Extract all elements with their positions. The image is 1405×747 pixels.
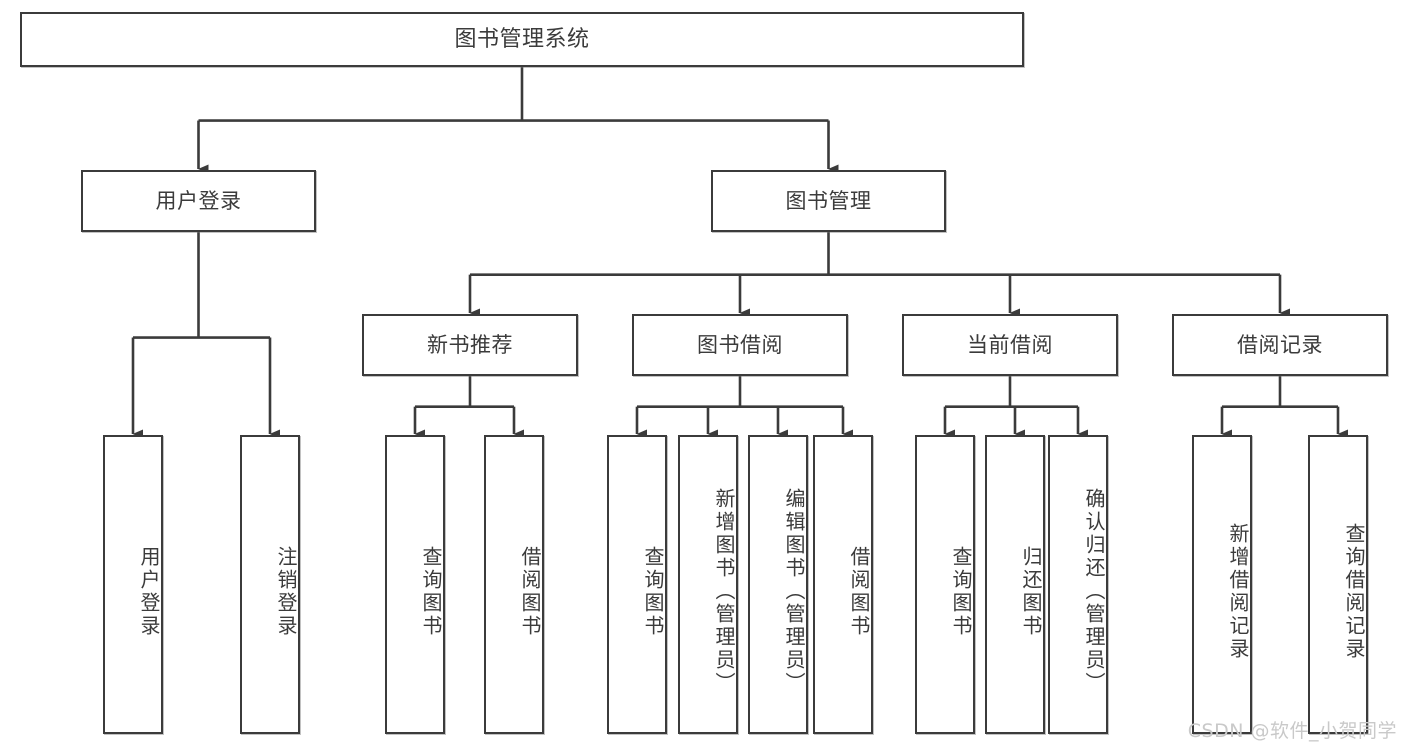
node-leaf-edit-book[interactable]: 编辑图书（管理员）	[748, 435, 808, 734]
node-label: 编辑图书（管理员）	[782, 488, 806, 695]
node-label: 查询图书	[641, 545, 665, 638]
node-label: 查询图书	[949, 545, 973, 638]
node-leaf-query-book-3[interactable]: 查询图书	[915, 435, 975, 734]
node-leaf-user-login[interactable]: 用户登录	[103, 435, 163, 734]
node-label: 图书管理	[785, 188, 872, 213]
node-label: 当前借阅	[967, 332, 1053, 357]
node-label: 归还图书	[1019, 545, 1043, 638]
edge-paths	[131, 67, 1348, 439]
node-label: 新书推荐	[427, 332, 513, 357]
node-leaf-add-book[interactable]: 新增图书（管理员）	[678, 435, 738, 734]
node-label: 图书管理系统	[454, 26, 590, 52]
node-leaf-query-book-1[interactable]: 查询图书	[385, 435, 445, 734]
node-leaf-query-book-2[interactable]: 查询图书	[607, 435, 667, 734]
node-label: 借阅记录	[1237, 332, 1323, 357]
node-leaf-logout[interactable]: 注销登录	[240, 435, 300, 734]
node-leaf-confirm-return[interactable]: 确认归还（管理员）	[1048, 435, 1108, 734]
node-leaf-add-record[interactable]: 新增借阅记录	[1192, 435, 1252, 734]
node-leaf-borrow-book-2[interactable]: 借阅图书	[813, 435, 873, 734]
node-borrow-record[interactable]: 借阅记录	[1172, 314, 1388, 376]
node-label: 注销登录	[274, 545, 298, 638]
node-leaf-query-record[interactable]: 查询借阅记录	[1308, 435, 1368, 734]
node-label: 新增图书（管理员）	[712, 488, 736, 695]
node-label: 图书借阅	[697, 332, 783, 357]
node-label: 借阅图书	[847, 545, 871, 638]
node-new-book-rec[interactable]: 新书推荐	[362, 314, 578, 376]
node-current-borrow[interactable]: 当前借阅	[902, 314, 1118, 376]
node-label: 查询借阅记录	[1342, 522, 1366, 661]
node-label: 借阅图书	[518, 545, 542, 638]
node-root[interactable]: 图书管理系统	[20, 12, 1024, 67]
node-leaf-borrow-book-1[interactable]: 借阅图书	[484, 435, 544, 734]
node-book-manage[interactable]: 图书管理	[711, 170, 946, 232]
node-leaf-return-book[interactable]: 归还图书	[985, 435, 1045, 734]
node-label: 用户登录	[155, 188, 242, 213]
node-user-login[interactable]: 用户登录	[81, 170, 316, 232]
node-label: 查询图书	[419, 545, 443, 638]
node-book-borrow[interactable]: 图书借阅	[632, 314, 848, 376]
node-label: 确认归还（管理员）	[1082, 488, 1106, 695]
node-label: 用户登录	[137, 545, 161, 638]
node-label: 新增借阅记录	[1226, 522, 1250, 661]
